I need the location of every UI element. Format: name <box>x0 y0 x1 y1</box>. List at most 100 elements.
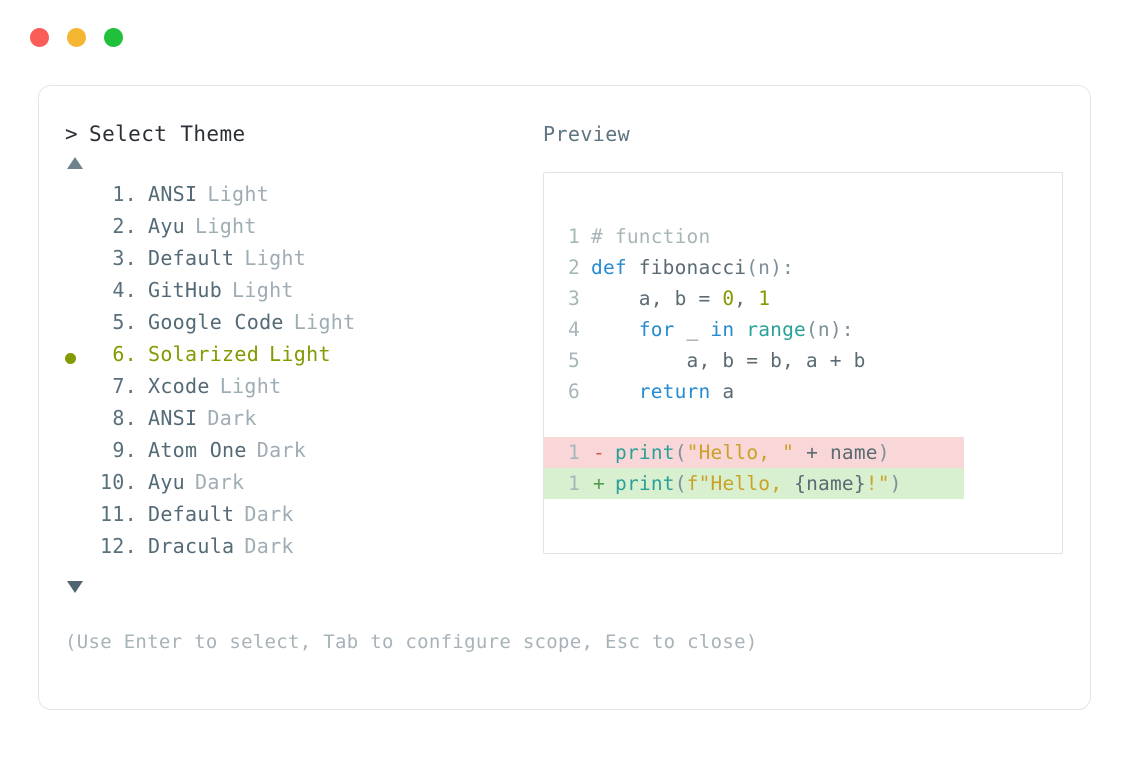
code-token-plain <box>591 318 639 341</box>
code-token-punct: ( <box>674 441 687 464</box>
theme-variant: Dark <box>195 470 245 494</box>
code-token-punct: (n): <box>805 318 854 341</box>
code-token-plain: a, b = <box>591 287 723 310</box>
line-source: def fibonacci(n): <box>591 252 794 283</box>
diff-marker: + <box>593 472 605 495</box>
maximize-window-button[interactable] <box>104 28 123 47</box>
code-token-num: 0 <box>722 287 735 310</box>
page-title: Select Theme <box>89 122 246 146</box>
code-token-plain: a <box>710 380 735 403</box>
code-token-plain: + name <box>794 441 878 464</box>
theme-list-item[interactable]: 1. ANSI Light <box>65 182 535 214</box>
line-source: print("Hello, " + name) <box>615 437 890 468</box>
selected-bullet-cell <box>65 406 91 438</box>
theme-variant: Light <box>195 214 257 238</box>
prompt-header: > Select Theme <box>65 122 535 150</box>
theme-list-item[interactable]: 8. ANSI Dark <box>65 406 535 438</box>
theme-variant: Light <box>219 374 282 398</box>
line-number: 1 <box>568 225 580 248</box>
line-number: 2 <box>568 256 580 279</box>
theme-index: 2. <box>112 214 137 238</box>
theme-variant: Light <box>232 278 294 302</box>
close-window-button[interactable] <box>30 28 49 47</box>
code-token-comment: # function <box>591 225 711 248</box>
selected-bullet-cell <box>65 438 91 470</box>
theme-index: 6. <box>112 342 137 366</box>
selected-bullet-cell <box>65 310 91 342</box>
theme-list-item[interactable]: 7. Xcode Light <box>65 374 535 406</box>
theme-index: 12. <box>99 534 137 558</box>
code-token-fn: print <box>615 472 675 495</box>
theme-variant: Light <box>293 310 356 334</box>
theme-index: 8. <box>112 406 137 430</box>
selected-bullet-cell <box>65 246 91 278</box>
theme-index: 11. <box>99 502 137 526</box>
selected-bullet-cell <box>65 534 91 566</box>
theme-name: ANSI <box>148 406 198 430</box>
code-line: 6 return a <box>544 376 1062 407</box>
theme-variant: Dark <box>207 406 257 430</box>
code-token-plain: a, b = b, a + b <box>591 349 866 372</box>
code-token-plain <box>591 380 639 403</box>
diff-sample: 1-print("Hello, " + name)1+print(f"Hello… <box>544 437 1062 499</box>
line-number: 1 <box>568 441 580 464</box>
theme-variant: Light <box>207 182 270 206</box>
line-source: for _ in range(n): <box>591 314 854 345</box>
selected-bullet-cell <box>65 374 91 406</box>
triangle-down-icon <box>67 581 83 593</box>
theme-name: GitHub <box>148 278 223 302</box>
selected-bullet-cell <box>65 182 91 214</box>
code-token-str: f"Hello, <box>686 472 795 495</box>
code-token-str: !" <box>865 472 890 495</box>
prompt-caret-icon: > <box>65 122 79 146</box>
line-source: return a <box>591 376 734 407</box>
code-token-plain: fibonacci <box>638 256 747 279</box>
theme-list-item[interactable]: 4. GitHub Light <box>65 278 535 310</box>
theme-name: Solarized <box>148 342 260 366</box>
theme-index: 3. <box>112 246 137 270</box>
code-token-plain: , <box>734 287 759 310</box>
line-source: a, b = b, a + b <box>591 345 866 376</box>
line-number: 6 <box>568 380 580 403</box>
theme-index: 1. <box>112 182 137 206</box>
selected-bullet-cell <box>65 214 91 246</box>
scroll-up-indicator[interactable] <box>65 150 535 176</box>
minimize-window-button[interactable] <box>67 28 86 47</box>
diff-marker: - <box>593 441 605 464</box>
keyboard-hint: (Use Enter to select, Tab to configure s… <box>65 631 758 653</box>
theme-index: 4. <box>112 278 137 302</box>
code-token-punct: (n): <box>746 256 794 279</box>
theme-variant: Light <box>244 246 307 270</box>
scroll-down-indicator[interactable] <box>65 574 535 600</box>
theme-index: 7. <box>112 374 137 398</box>
theme-name: ANSI <box>148 182 198 206</box>
line-number: 5 <box>568 349 580 372</box>
selected-bullet-cell <box>65 342 91 374</box>
line-source: print(f"Hello, {name}!") <box>615 468 902 499</box>
code-token-kw: def <box>591 256 639 279</box>
code-line: 3 a, b = 0, 1 <box>544 283 1062 314</box>
diff-line-add: 1+print(f"Hello, {name}!") <box>544 468 964 499</box>
code-token-kw: in <box>710 318 735 341</box>
code-token-str: "Hello, " <box>686 441 795 464</box>
theme-index: 9. <box>112 438 137 462</box>
code-token-punct: ) <box>877 441 890 464</box>
code-line: 4 for _ in range(n): <box>544 314 1062 345</box>
theme-name: Xcode <box>148 374 210 398</box>
theme-name: Default <box>148 502 235 526</box>
selected-bullet-cell <box>65 470 91 502</box>
